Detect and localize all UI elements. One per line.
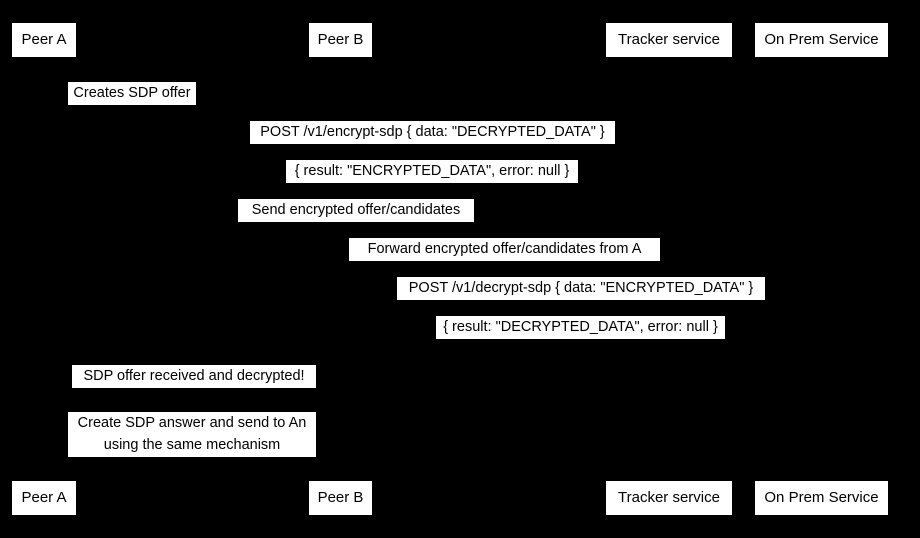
arrow-post-decrypt-sdp (340, 297, 821, 303)
lifeline-peer-b (340, 58, 341, 480)
arrow-post-encrypt-sdp (44, 141, 821, 147)
message-label-encrypt-sdp-result: { result: "ENCRYPTED_DATA", error: null … (286, 160, 578, 183)
participant-header-peer-b[interactable]: Peer B (308, 22, 373, 58)
message-label-create-sdp-answer-line-2: using the same mechanism (103, 437, 281, 453)
message-label-send-encrypted-offer: Send encrypted offer/candidates (238, 199, 474, 222)
message-label-create-sdp-answer-line-1: Create SDP answer and send to An (77, 415, 307, 431)
participant-header-on-prem-service[interactable]: On Prem Service (754, 22, 889, 58)
participant-footer-peer-b[interactable]: Peer B (308, 480, 373, 516)
message-label-decrypt-sdp-result: { result: "DECRYPTED_DATA", error: null … (436, 316, 725, 339)
lifeline-on-prem-service (821, 58, 822, 480)
message-label-sdp-offer-received: SDP offer received and decrypted! (72, 365, 316, 388)
participant-footer-on-prem-service[interactable]: On Prem Service (754, 480, 889, 516)
arrow-send-encrypted-offer (44, 219, 669, 225)
arrow-decrypt-sdp-result (340, 336, 821, 342)
message-label-creates-sdp-offer: Creates SDP offer (68, 82, 196, 105)
arrow-creates-sdp-offer (44, 102, 204, 108)
arrow-forward-encrypted-offer (340, 258, 669, 264)
message-label-forward-encrypted-offer: Forward encrypted offer/candidates from … (349, 238, 660, 261)
arrow-create-sdp-answer (44, 454, 204, 460)
arrow-encrypt-sdp-result (44, 180, 821, 186)
message-label-post-encrypt-sdp: POST /v1/encrypt-sdp { data: "DECRYPTED_… (250, 121, 615, 144)
arrow-sdp-offer-received (44, 385, 340, 391)
lifeline-tracker-service (669, 58, 670, 480)
message-label-post-decrypt-sdp: POST /v1/decrypt-sdp { data: "ENCRYPTED_… (397, 277, 765, 300)
participant-header-tracker-service[interactable]: Tracker service (605, 22, 733, 58)
lifeline-peer-a (44, 58, 45, 480)
participant-footer-peer-a[interactable]: Peer A (11, 480, 77, 516)
participant-footer-tracker-service[interactable]: Tracker service (605, 480, 733, 516)
participant-header-peer-a[interactable]: Peer A (11, 22, 77, 58)
message-label-create-sdp-answer: Create SDP answer and send to An using t… (68, 412, 316, 457)
